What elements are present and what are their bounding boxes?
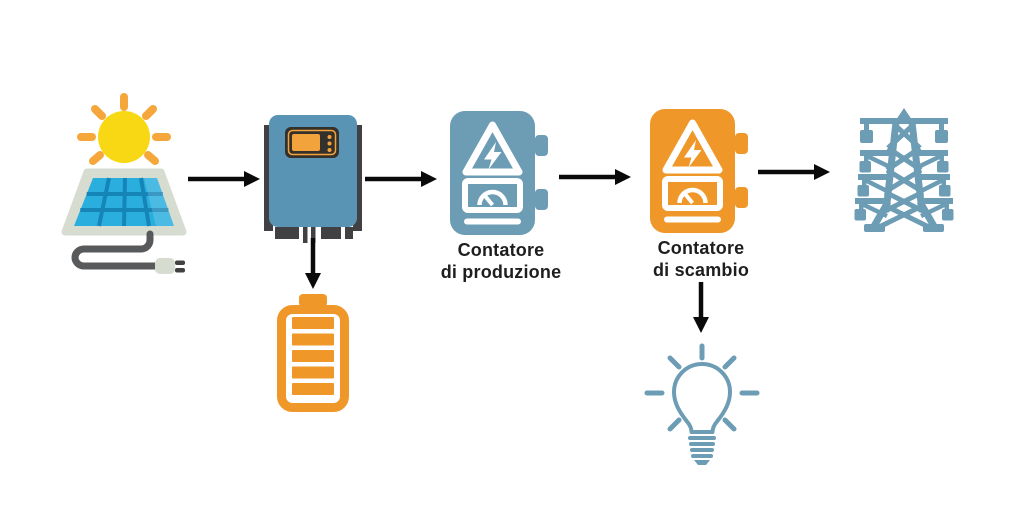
arrow-down-icon bbox=[693, 282, 709, 333]
battery-icon bbox=[277, 294, 349, 412]
flow-arrow-exchange-to-bulb bbox=[691, 281, 711, 333]
electric-meter-icon bbox=[650, 109, 748, 233]
tower-right-arms bbox=[915, 150, 954, 221]
production-meter-label: Contatore di produzione bbox=[421, 239, 581, 283]
production-meter-node bbox=[450, 111, 550, 235]
bulb-rays bbox=[644, 343, 760, 432]
arrow-right-icon bbox=[365, 171, 437, 187]
label-line: Contatore bbox=[657, 238, 745, 258]
flow-arrow-solar-to-inverter bbox=[187, 169, 261, 189]
power-grid-node bbox=[840, 106, 968, 238]
transmission-tower-icon bbox=[854, 108, 954, 232]
label-line: di produzione bbox=[440, 262, 562, 282]
sun-icon bbox=[77, 93, 171, 165]
arrow-right-icon bbox=[188, 171, 260, 187]
label-line: di scambio bbox=[652, 260, 750, 280]
arrow-right-icon bbox=[559, 169, 631, 185]
bulb-base bbox=[688, 436, 716, 465]
electric-meter-icon bbox=[450, 111, 548, 235]
power-cord bbox=[71, 230, 185, 274]
plug-icon bbox=[155, 258, 185, 274]
inverter-node bbox=[264, 113, 362, 245]
light-bulb-node bbox=[641, 343, 763, 480]
solar-panel-icon bbox=[61, 93, 187, 274]
tower-left-arms bbox=[854, 150, 893, 221]
solar-panel-node bbox=[58, 92, 198, 274]
inverter-display bbox=[285, 127, 339, 158]
flow-arrow-exchange-to-grid bbox=[757, 162, 831, 182]
inverter-feet bbox=[275, 227, 353, 243]
exchange-meter-label: Contatore di scambio bbox=[621, 237, 781, 281]
arrow-down-icon bbox=[305, 238, 321, 289]
inverter-icon bbox=[264, 115, 362, 243]
panel-surface bbox=[61, 168, 187, 236]
flow-arrow-inverter-to-battery bbox=[303, 237, 323, 289]
label-line: Contatore bbox=[457, 240, 545, 260]
arrow-right-icon bbox=[758, 164, 830, 180]
exchange-meter-node bbox=[650, 109, 750, 233]
flow-arrow-production-to-exchange bbox=[558, 167, 632, 187]
light-bulb-icon bbox=[644, 343, 760, 465]
battery-node bbox=[277, 294, 349, 412]
flow-arrow-inverter-to-production bbox=[364, 169, 438, 189]
